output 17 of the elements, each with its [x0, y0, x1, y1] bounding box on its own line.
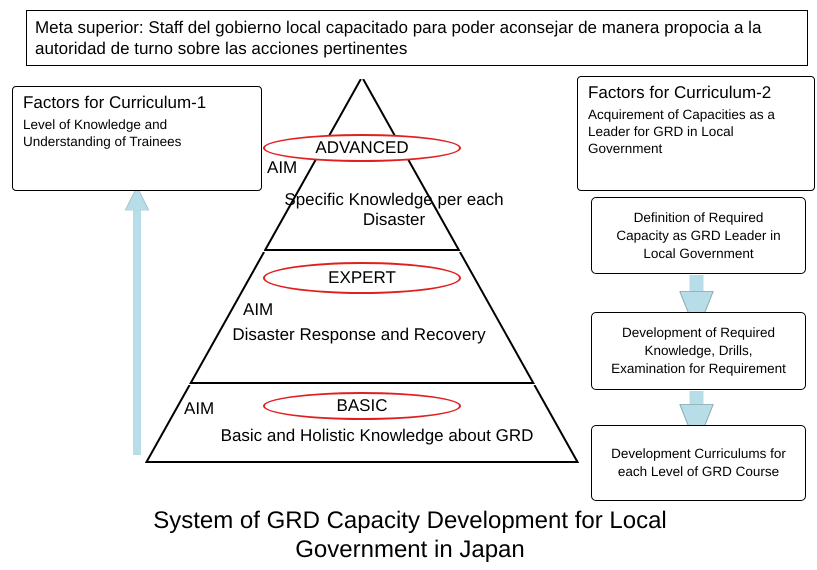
process-box: Definition of Required Capacity as GRD Leader in Local Government [591, 197, 806, 274]
aim-text: Disaster Response and Recovery [231, 325, 487, 345]
pyramid-tier [145, 385, 580, 463]
aim-text: Basic and Holistic Knowledge about GRD [220, 426, 534, 446]
box-text: Level of Knowledge and Understanding of Trainees [23, 116, 182, 150]
aim-label: AIM [243, 300, 274, 320]
box-heading: Factors for Curriculum-1 [23, 93, 208, 113]
box-heading: Factors for Curriculum-2 [588, 83, 772, 103]
factor-box [12, 86, 262, 191]
process-box: Development Curriculums for each Level of GRD Course [591, 425, 806, 501]
level-ellipse: ADVANCED [263, 134, 461, 162]
goal-box: Meta superior: Staff del gobierno local capacitado para poder aconsejar de manera propocia a la autoridad de turno sobre las acciones pertinentes [26, 10, 808, 66]
caption: System of GRD Capacity Development for Local Government in Japan [152, 506, 668, 564]
box-text: Acquirement of Capacities as a Leader for GRD in Local Government [588, 106, 776, 157]
factor-box [577, 76, 815, 191]
aim-label: AIM [184, 399, 214, 419]
process-box: Development of Required Knowledge, Drills, Examination for Requirement [591, 312, 806, 390]
